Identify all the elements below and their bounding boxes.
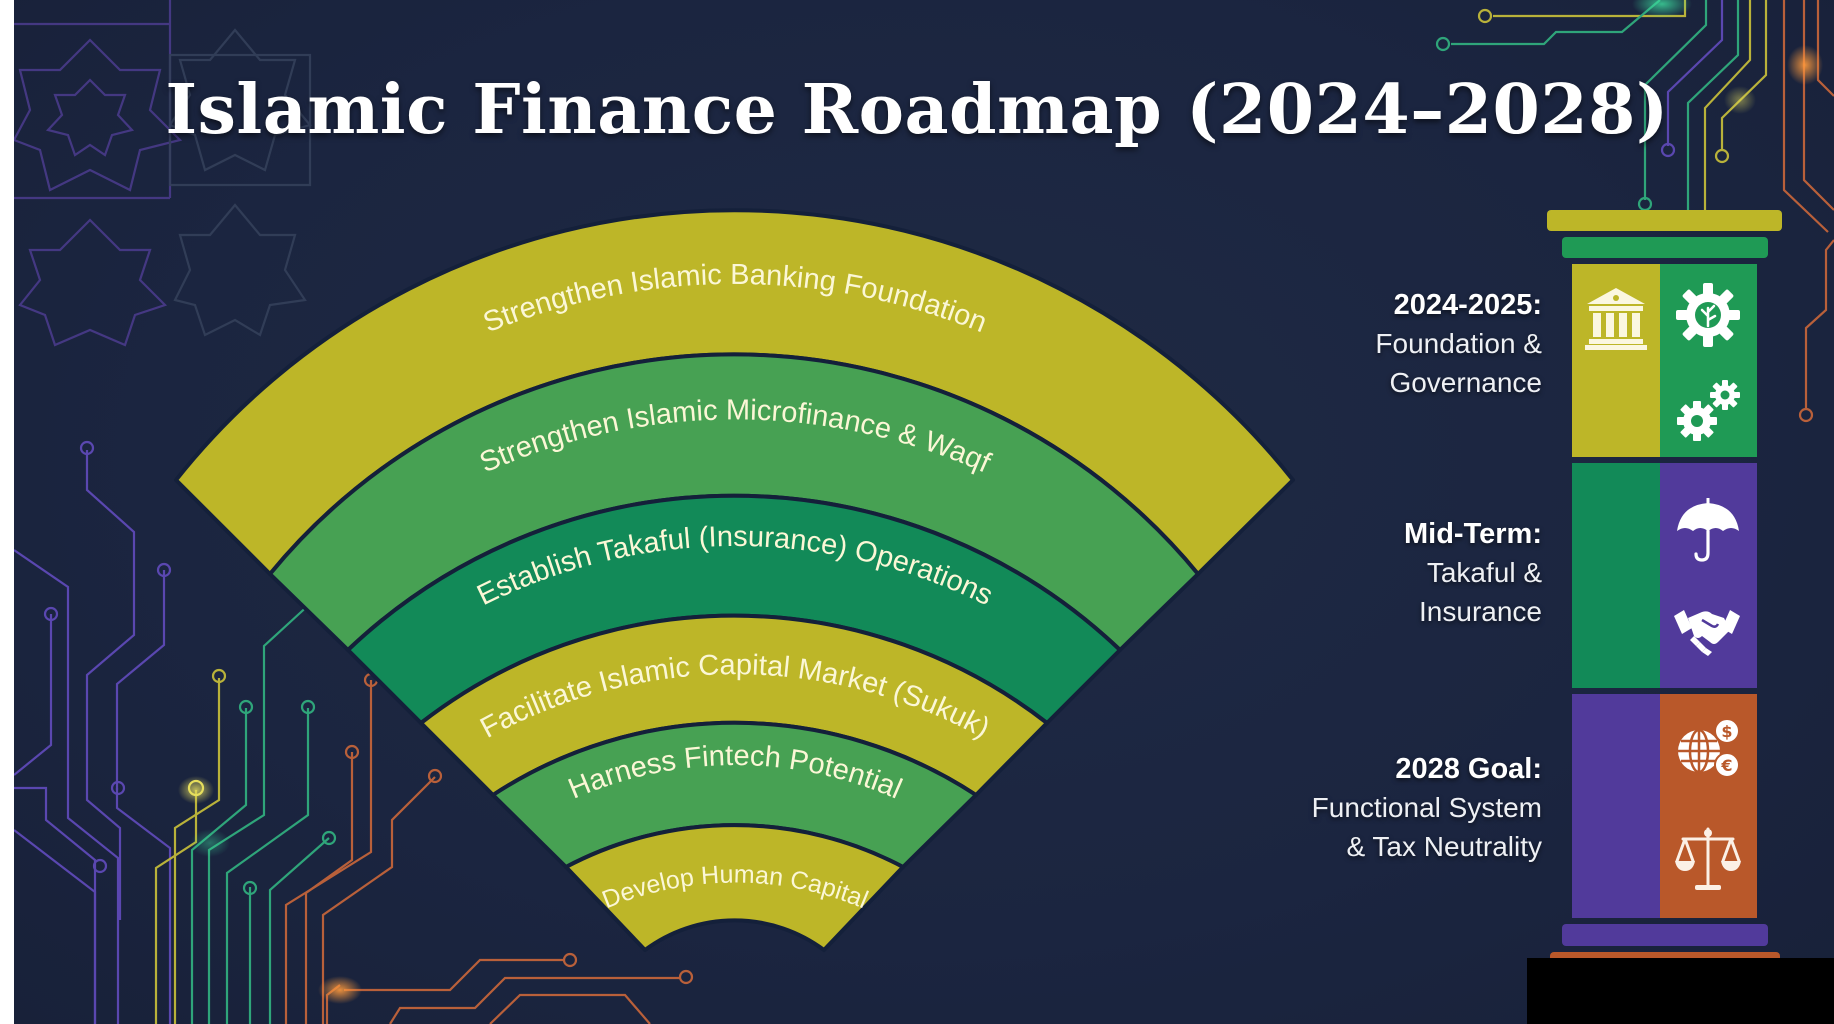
- phase-1-text: 2024-2025: Foundation & Governance: [1375, 286, 1542, 402]
- pillar-base-purple: [1562, 924, 1768, 946]
- svg-text:€: €: [1720, 756, 1732, 775]
- roadmap-fan-diagram: Strengthen Islamic Banking Foundation St…: [174, 208, 1295, 952]
- pillar-segment-3-left: [1572, 694, 1660, 918]
- phase-1-heading: 2024-2025:: [1393, 289, 1542, 321]
- bank-building-icon: [1585, 288, 1647, 350]
- phase-2-body-line1: Takaful &: [1426, 557, 1542, 588]
- handshake-icon: [1674, 610, 1740, 656]
- phase-3-body-line1: Functional System: [1311, 792, 1542, 823]
- phase-3-heading: 2028 Goal:: [1395, 753, 1542, 785]
- redaction-block: [1527, 958, 1834, 1024]
- phase-3-text: 2028 Goal: Functional System & Tax Neutr…: [1312, 750, 1542, 866]
- background-decoration: [14, 0, 1834, 1024]
- gear-growth-icon: [1676, 283, 1740, 347]
- pillar-cap-top: [1547, 210, 1782, 231]
- circuit-traces-right: [1435, 0, 1834, 423]
- gears-icon: [1677, 380, 1740, 441]
- circuit-traces-left: [14, 440, 694, 1024]
- page-title: Islamic Finance Roadmap (2024–2028): [165, 70, 1669, 150]
- pillar-segment-2-left: [1572, 463, 1660, 688]
- infographic-canvas: Islamic Finance Roadmap (2024–2028) Stre…: [14, 0, 1834, 1024]
- fan-band-6: [564, 823, 905, 952]
- svg-text:$: $: [1721, 722, 1732, 741]
- scales-icon: [1675, 827, 1741, 890]
- pillar-cap-second: [1562, 237, 1768, 258]
- phase-2-heading: Mid-Term:: [1403, 518, 1542, 550]
- phase-2-text: Mid-Term: Takaful & Insurance: [1404, 515, 1542, 631]
- globe-currency-icon: $ €: [1678, 718, 1740, 778]
- geometric-pattern: [14, 0, 312, 347]
- phase-3-body-line2: & Tax Neutrality: [1346, 831, 1542, 862]
- phase-1-body-line1: Foundation &: [1375, 328, 1542, 359]
- umbrella-icon: [1677, 498, 1739, 562]
- phase-1-body-line2: Governance: [1389, 367, 1542, 398]
- phase-2-body-line2: Insurance: [1419, 596, 1542, 627]
